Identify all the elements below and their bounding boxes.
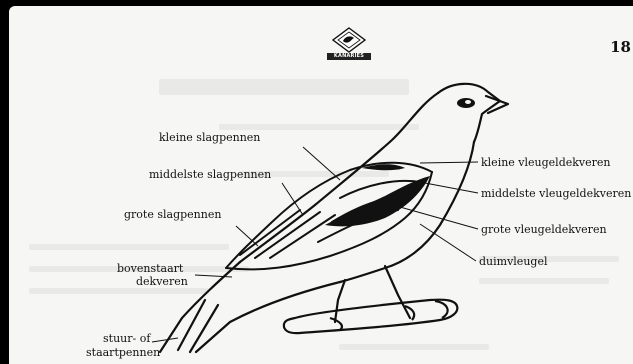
leader-middelste-vleugeldekveren <box>425 183 478 193</box>
bird-legs <box>335 266 410 322</box>
leader-kleine-slagpennen <box>303 147 340 180</box>
leader-staartpennen <box>152 338 178 342</box>
bird-outline-crown <box>240 93 438 262</box>
bird-tail-lower <box>196 282 340 352</box>
leader-grote-slagpennen <box>236 226 258 246</box>
perch-branch <box>284 300 457 333</box>
leader-duimvleugel <box>420 224 476 261</box>
bird-wing <box>226 163 432 270</box>
